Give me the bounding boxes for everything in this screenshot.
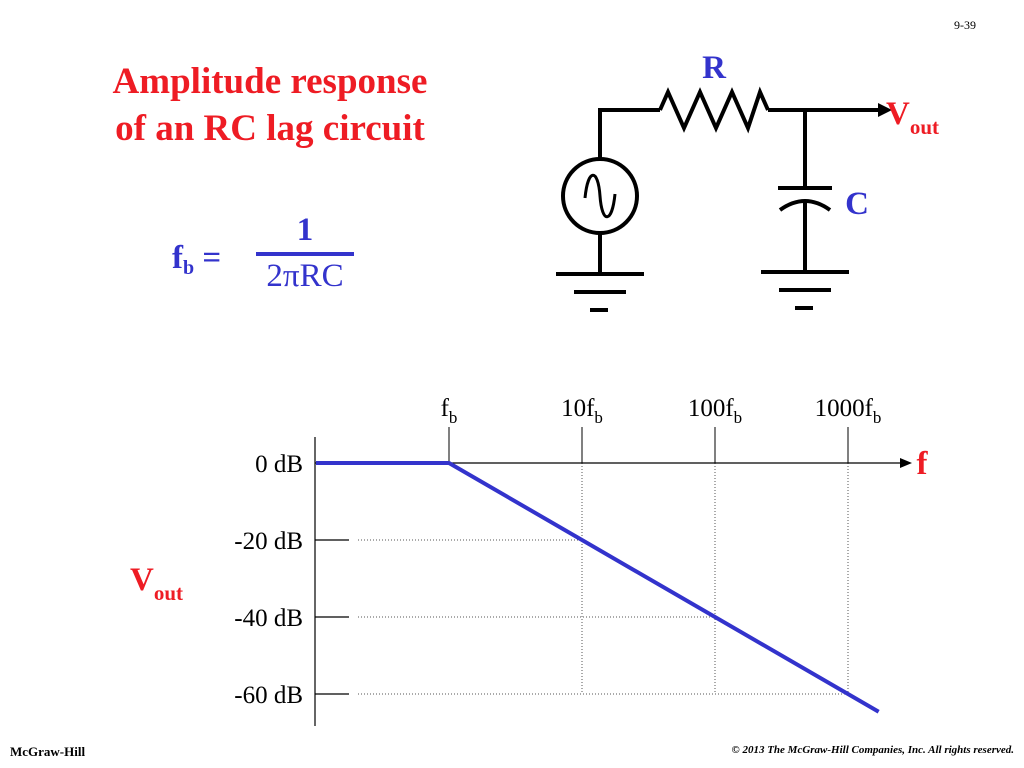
output-arrow-icon	[878, 103, 892, 117]
x-axis-label: f	[917, 446, 929, 482]
capacitor-label: C	[845, 186, 869, 222]
output-label: Vout	[886, 96, 939, 139]
chart-axes	[314, 437, 912, 726]
slide-title: Amplitude response of an RC lag circuit	[40, 58, 500, 152]
footer-copyright: © 2013 The McGraw-Hill Companies, Inc. A…	[731, 744, 1014, 756]
formula-numerator: 1	[296, 212, 314, 248]
x-tick-label: 10fb	[561, 395, 603, 427]
title-line-2: of an RC lag circuit	[115, 108, 425, 149]
y-axis-label: Vout	[130, 562, 183, 605]
formula-lhs: fb =	[172, 240, 221, 280]
footer-publisher: McGraw-Hill	[10, 744, 86, 759]
x-tick-label: fb	[441, 395, 458, 427]
chart-ticks	[315, 427, 849, 695]
title-line-1: Amplitude response	[112, 61, 428, 102]
y-tick-label: -20 dB	[234, 528, 303, 555]
chart-series	[316, 461, 880, 714]
sine-wave-icon	[583, 173, 617, 219]
response-line	[316, 461, 880, 714]
y-tick-label: 0 dB	[255, 451, 303, 478]
x-axis-arrow-icon	[900, 458, 912, 468]
fraction-bar	[256, 252, 354, 256]
resistor-symbol	[658, 86, 770, 134]
chart-guides	[358, 463, 849, 695]
ground-symbol-right	[761, 270, 849, 310]
formula-equals: =	[202, 240, 222, 276]
formula-fraction: 1 2πRC	[250, 212, 360, 294]
formula-lhs-sub: b	[183, 257, 195, 279]
source-top-wire	[598, 108, 660, 160]
ground-symbol-left	[556, 272, 644, 312]
resistor-label: R	[702, 50, 727, 86]
x-tick-label: 100fb	[688, 395, 742, 427]
output-label-sub: out	[910, 115, 939, 139]
formula-lhs-base: f	[172, 240, 183, 276]
y-tick-label: -40 dB	[234, 605, 303, 632]
output-label-base: V	[886, 96, 910, 132]
x-tick-label: 1000fb	[815, 395, 882, 427]
formula-denominator: 2πRC	[266, 258, 344, 294]
chart-labels: fb 10fb 100fb 1000fb 0 dB -20 dB -40 dB -60 dB f…	[130, 395, 929, 709]
slide-number: 9-39	[954, 18, 976, 32]
y-tick-label: -60 dB	[234, 682, 303, 709]
